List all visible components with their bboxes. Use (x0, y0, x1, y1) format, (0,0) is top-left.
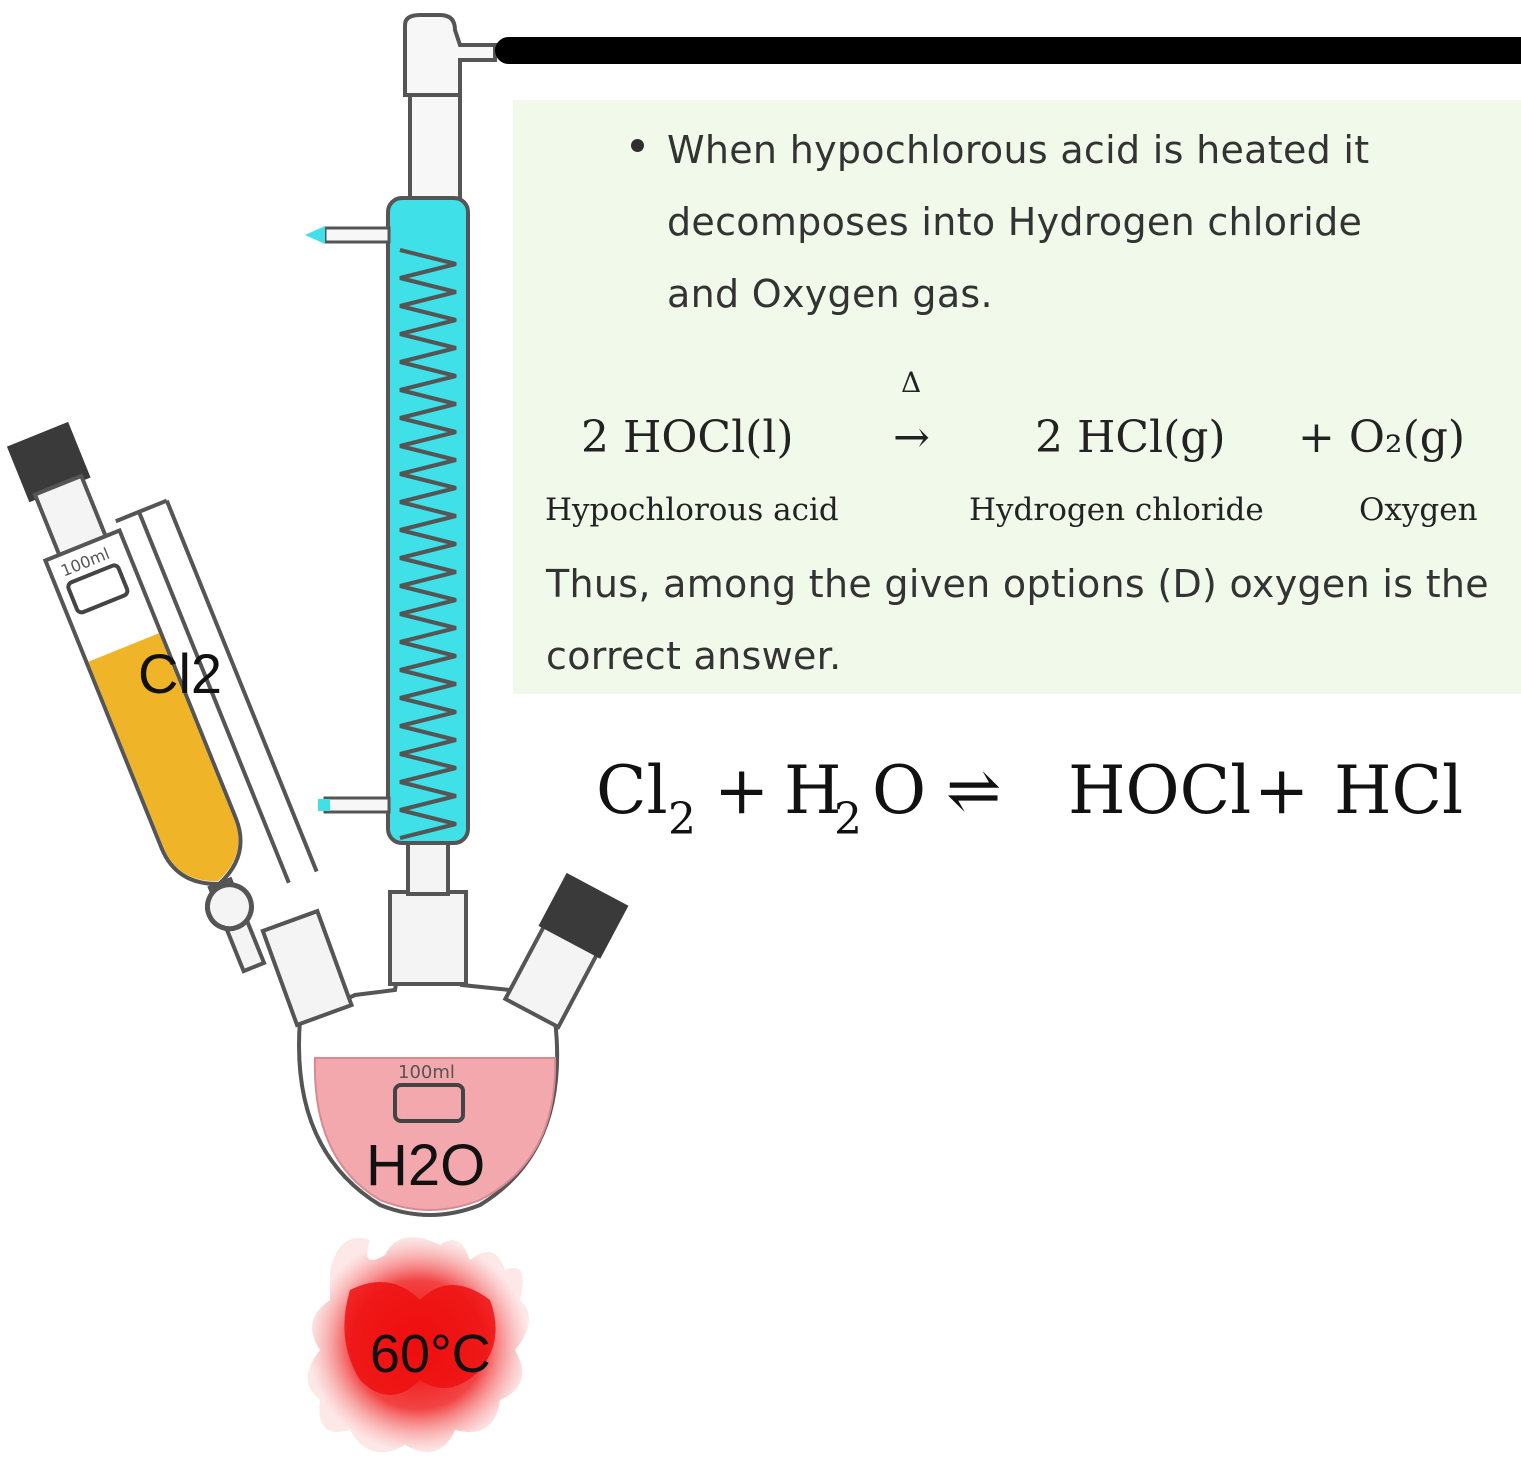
product-oxygen-name: Oxygen (1359, 492, 1478, 528)
flame-icon (307, 1237, 529, 1453)
reaction-arrow: → (893, 412, 930, 463)
explanation-box: When hypochlorous acid is heated it deco… (513, 100, 1521, 694)
eq-hocl: HOCl (1068, 752, 1252, 829)
reactant: 2 HOCl(l) (581, 412, 794, 463)
eq-h: H (784, 752, 842, 829)
heat-symbol: Δ (901, 366, 922, 399)
reactant-name: Hypochlorous acid (545, 492, 839, 528)
bullet-text: When hypochlorous acid is heated it deco… (667, 128, 1370, 316)
dropping-funnel: 100ml (6, 421, 319, 974)
eq-plus-1: + (714, 752, 770, 829)
eq-cl: Cl (596, 752, 668, 829)
product-oxygen: + O₂(g) (1298, 412, 1466, 463)
three-neck-flask: 100ml (260, 828, 629, 1217)
eq-equilibrium-arrow: ⇌ (946, 752, 1002, 829)
conclusion-text: Thus, among the given options (D) oxygen… (546, 562, 1489, 678)
bullet-point: When hypochlorous acid is heated it deco… (631, 114, 1491, 330)
temperature-label: 60°C (370, 1324, 491, 1384)
eq-sub-cl: 2 (668, 794, 696, 845)
bullet-icon (631, 139, 644, 152)
top-divider-bar (495, 37, 1521, 64)
eq-hcl: HCl (1334, 752, 1464, 829)
product-hcl: 2 HCl(g) (1035, 412, 1226, 463)
h2o-label: H2O (366, 1133, 485, 1198)
eq-sub-h: 2 (834, 794, 862, 845)
hydrolysis-equation: Cl 2 + H 2 O ⇌ HOCl + HCl (596, 752, 1496, 852)
decomposition-reaction: 2 HOCl(l) Δ → 2 HCl(g) + O₂(g) Hypochlor… (513, 100, 1521, 540)
eq-o: O (872, 752, 927, 829)
product-hcl-name: Hydrogen chloride (969, 492, 1264, 528)
eq-plus-2: + (1254, 752, 1310, 829)
flask-graduation-label: 100ml (398, 1062, 455, 1083)
cl2-label: Cl2 (138, 642, 222, 705)
reflux-condenser (305, 13, 497, 845)
